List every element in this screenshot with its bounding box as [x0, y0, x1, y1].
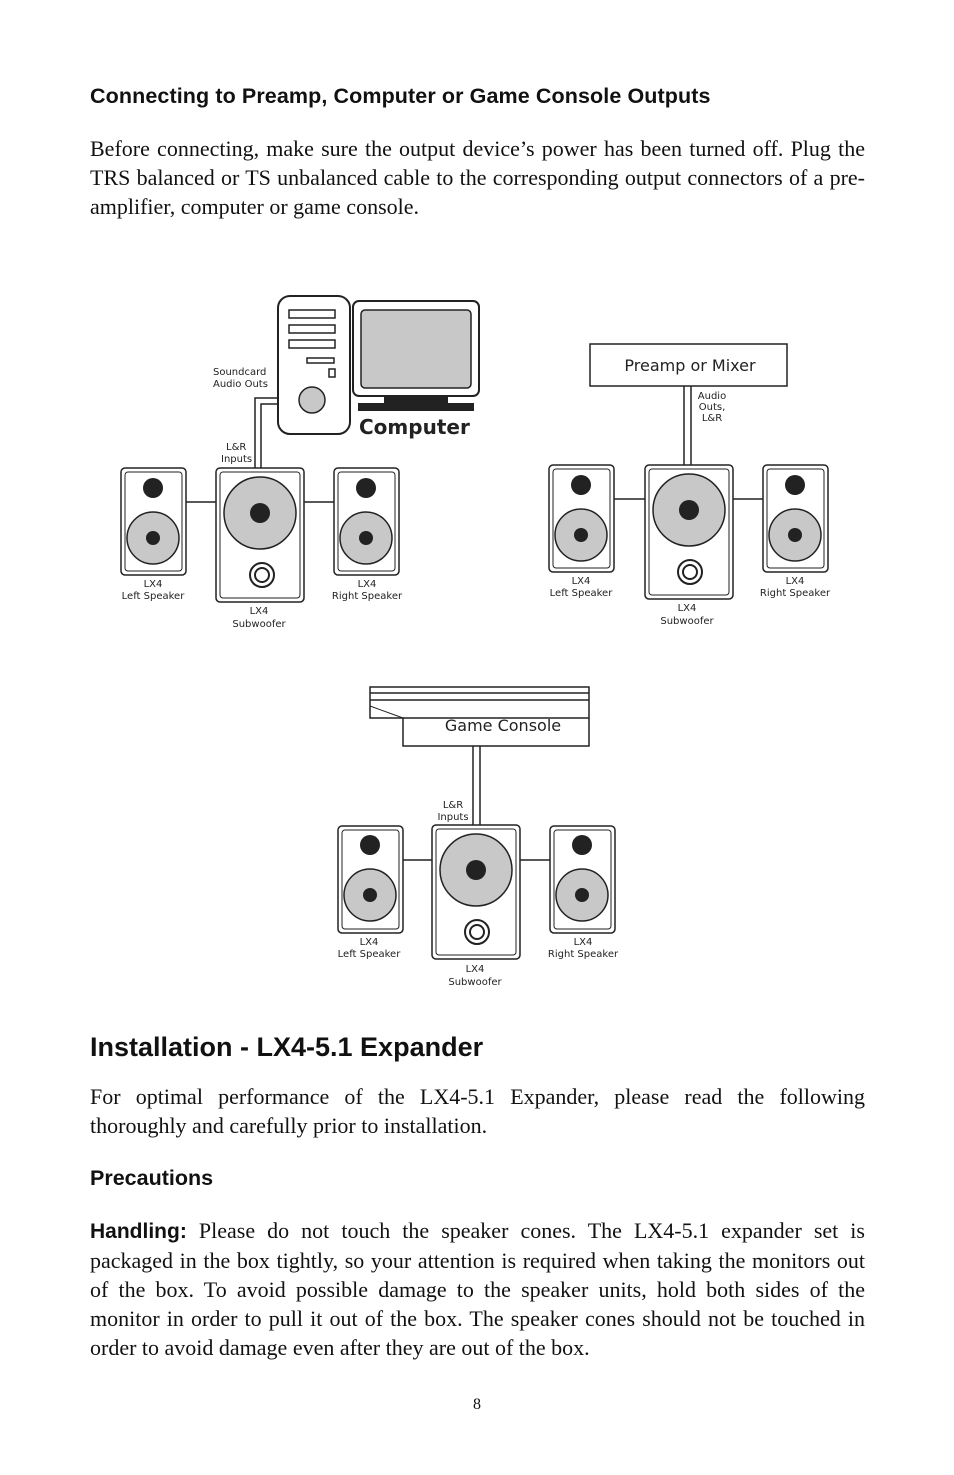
handling-lead: Handling: [90, 1220, 187, 1243]
subwoofer-icon [215, 467, 305, 603]
lr-inputs-label: L&R [443, 800, 463, 811]
section-heading-connecting: Connecting to Preamp, Computer or Game C… [90, 84, 711, 108]
right-speaker-icon [333, 467, 400, 576]
right-speaker-label-2: Right Speaker [332, 591, 403, 602]
console-diagram: Game Console L&R Inputs [337, 686, 619, 988]
left-speaker-icon [120, 467, 187, 576]
right-speaker-label-2: Right Speaker [760, 588, 831, 599]
subwoofer-label-2: Subwoofer [448, 977, 502, 988]
soundcard-outs-label: Soundcard [213, 367, 266, 378]
subwoofer-icon [431, 824, 521, 960]
right-speaker-label: LX4 [574, 937, 593, 948]
left-speaker-label: LX4 [144, 579, 163, 590]
left-speaker-label-2: Left Speaker [338, 949, 402, 960]
handling-paragraph: Handling: Please do not touch the speake… [90, 1216, 865, 1362]
soundcard-outs-label-2: Audio Outs [213, 379, 268, 390]
computer-monitor-icon [352, 300, 480, 411]
subwoofer-label: LX4 [678, 603, 697, 614]
installation-heading: Installation - LX4-5.1 Expander [90, 1032, 484, 1062]
connecting-paragraph: Before connecting, make sure the output … [90, 136, 865, 219]
right-speaker-label-2: Right Speaker [548, 949, 619, 960]
left-speaker-icon [548, 464, 615, 573]
subwoofer-label-2: Subwoofer [660, 616, 714, 627]
computer-tower-icon [277, 295, 351, 435]
right-speaker-label: LX4 [786, 576, 805, 587]
audio-outs-label: Audio [698, 391, 726, 402]
lr-inputs-label-2: Inputs [221, 454, 252, 465]
lr-inputs-label-2: Inputs [437, 812, 468, 823]
left-speaker-label: LX4 [572, 576, 591, 587]
lr-inputs-label: L&R [226, 442, 246, 453]
preamp-label: Preamp or Mixer [624, 356, 756, 375]
audio-outs-label-2: Outs, [699, 402, 726, 413]
precautions-heading: Precautions [90, 1166, 214, 1190]
subwoofer-icon [644, 464, 734, 600]
left-speaker-label: LX4 [360, 937, 379, 948]
left-speaker-label-2: Left Speaker [122, 591, 186, 602]
left-speaker-label-2: Left Speaker [550, 588, 614, 599]
audio-outs-label-3: L&R [702, 413, 722, 424]
subwoofer-label: LX4 [250, 606, 269, 617]
connection-diagrams: Computer Soundcard Audio Outs L&R Inputs [120, 295, 831, 988]
preamp-diagram: Preamp or Mixer Audio Outs, L&R [548, 343, 831, 627]
subwoofer-label-2: Subwoofer [232, 619, 286, 630]
preamp-box [589, 343, 788, 387]
computer-diagram: Computer Soundcard Audio Outs L&R Inputs [120, 295, 480, 630]
left-speaker-icon [337, 825, 404, 934]
game-console-icon [369, 686, 590, 747]
installation-paragraph: For optimal performance of the LX4-5.1 E… [90, 1084, 865, 1138]
subwoofer-label: LX4 [466, 964, 485, 975]
handling-text: Please do not touch the speaker cones. T… [90, 1218, 865, 1360]
page-number: 8 [473, 1396, 481, 1413]
right-speaker-icon [549, 825, 616, 934]
computer-label: Computer [359, 415, 470, 439]
right-speaker-icon [762, 464, 829, 573]
console-label: Game Console [445, 716, 561, 735]
right-speaker-label: LX4 [358, 579, 377, 590]
